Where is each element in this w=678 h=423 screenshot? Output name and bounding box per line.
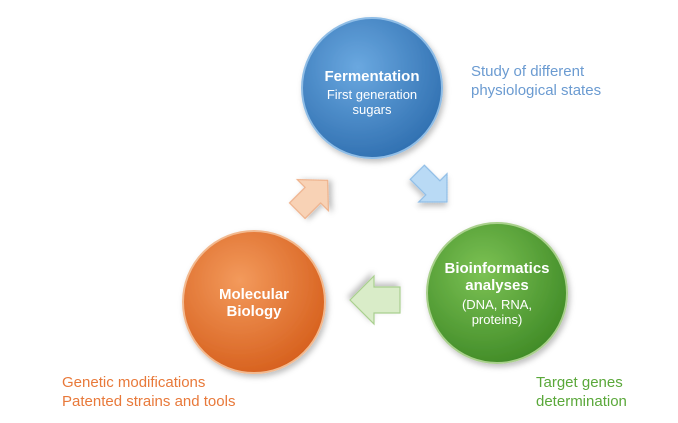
bioinformatics-note: Target genes determination xyxy=(536,373,627,411)
bioinformatics-note-line2: determination xyxy=(536,393,627,410)
bioinformatics-note-line1: Target genes xyxy=(536,374,623,391)
molecular-biology-label: Molecular Biology xyxy=(194,286,314,320)
fermentation-circle xyxy=(301,17,443,159)
arrow-fermentation-to-bioinformatics xyxy=(409,164,448,203)
molecular-title-line1: Molecular xyxy=(218,286,290,303)
fermentation-title: Fermentation xyxy=(324,68,420,85)
bioinformatics-title-line2: analyses xyxy=(465,277,529,294)
fermentation-subtitle-line2: sugars xyxy=(352,102,392,117)
bioinformatics-subtitle-line2: proteins) xyxy=(471,312,523,327)
fermentation-note-line2: physiological states xyxy=(471,82,602,99)
molecular-note: Genetic modifications Patented strains a… xyxy=(62,373,235,411)
bioinformatics-circle xyxy=(426,222,568,364)
fermentation-label: Fermentation First generation sugars xyxy=(312,68,432,117)
bioinformatics-label: Bioinformatics analyses (DNA, RNA, prote… xyxy=(437,260,557,327)
molecular-note-line2: Patented strains and tools xyxy=(62,393,236,410)
fermentation-note-line1: Study of different xyxy=(471,63,585,80)
arrow-bioinformatics-to-molecular xyxy=(349,274,401,326)
fermentation-subtitle-line1: First generation xyxy=(326,87,418,102)
molecular-title-line2: Biology xyxy=(226,303,282,320)
molecular-note-line1: Genetic modifications xyxy=(62,374,206,391)
bioinformatics-title-line1: Bioinformatics xyxy=(444,260,550,277)
arrow-molecular-to-fermentation xyxy=(288,178,330,220)
bioinformatics-subtitle-line1: (DNA, RNA, xyxy=(461,297,533,312)
molecular-biology-circle xyxy=(182,230,326,374)
fermentation-note: Study of different physiological states xyxy=(471,62,601,100)
